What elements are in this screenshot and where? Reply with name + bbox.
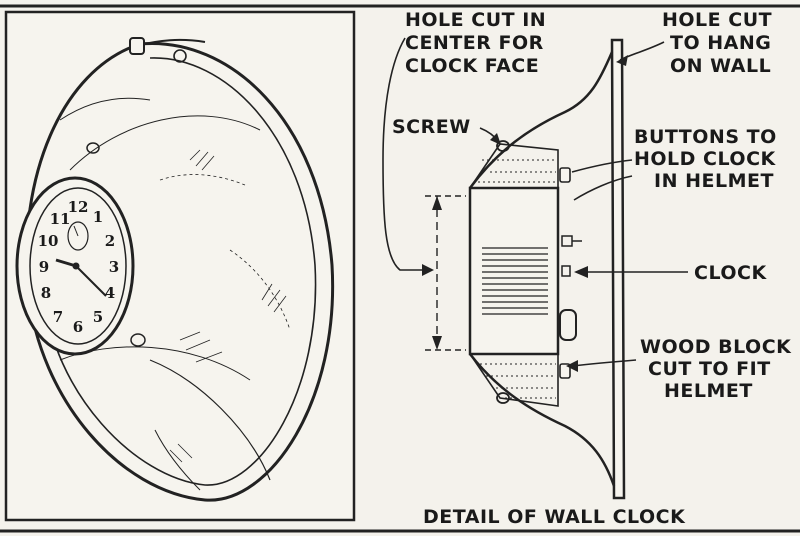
clock-dial-numerals: 12 1 2 3 4 5 6 7 8 9 10 11 (38, 198, 120, 336)
label-clock: CLOCK (694, 262, 767, 284)
dial-numeral: 10 (38, 232, 59, 250)
dial-numeral: 1 (93, 208, 103, 226)
label-hole-center-line2: CENTER FOR (405, 32, 544, 54)
helmet-perspective-view (15, 37, 335, 502)
dial-numeral: 12 (68, 198, 89, 216)
label-hole-hang-line1: HOLE CUT (662, 9, 773, 31)
label-buttons-line2: HOLD CLOCK (634, 148, 776, 170)
label-buttons-line1: BUTTONS TO (634, 126, 777, 148)
label-buttons-line3: IN HELMET (654, 170, 774, 192)
dial-numeral: 11 (50, 210, 71, 228)
label-wood-block-line2: CUT TO FIT (648, 358, 771, 380)
label-hole-hang-line2: TO HANG (670, 32, 772, 54)
dial-numeral: 5 (93, 308, 103, 326)
dial-numeral: 7 (53, 308, 63, 326)
dial-numeral: 4 (105, 284, 115, 302)
dial-numeral: 9 (39, 258, 49, 276)
label-wood-block-line3: HELMET (664, 380, 753, 402)
figure-caption: DETAIL OF WALL CLOCK (423, 506, 686, 528)
label-hole-center-line3: CLOCK FACE (405, 55, 540, 77)
label-wood-block-line1: WOOD BLOCK (640, 336, 792, 358)
wall-clock-section-view (382, 37, 688, 500)
dial-numeral: 2 (105, 232, 115, 250)
label-screw: SCREW (392, 116, 471, 138)
label-hole-center-line1: HOLE CUT IN (405, 9, 547, 31)
dial-numeral: 6 (73, 318, 83, 336)
dial-numeral: 3 (109, 258, 119, 276)
dial-numeral: 8 (41, 284, 51, 302)
label-hole-hang-line3: ON WALL (670, 55, 772, 77)
